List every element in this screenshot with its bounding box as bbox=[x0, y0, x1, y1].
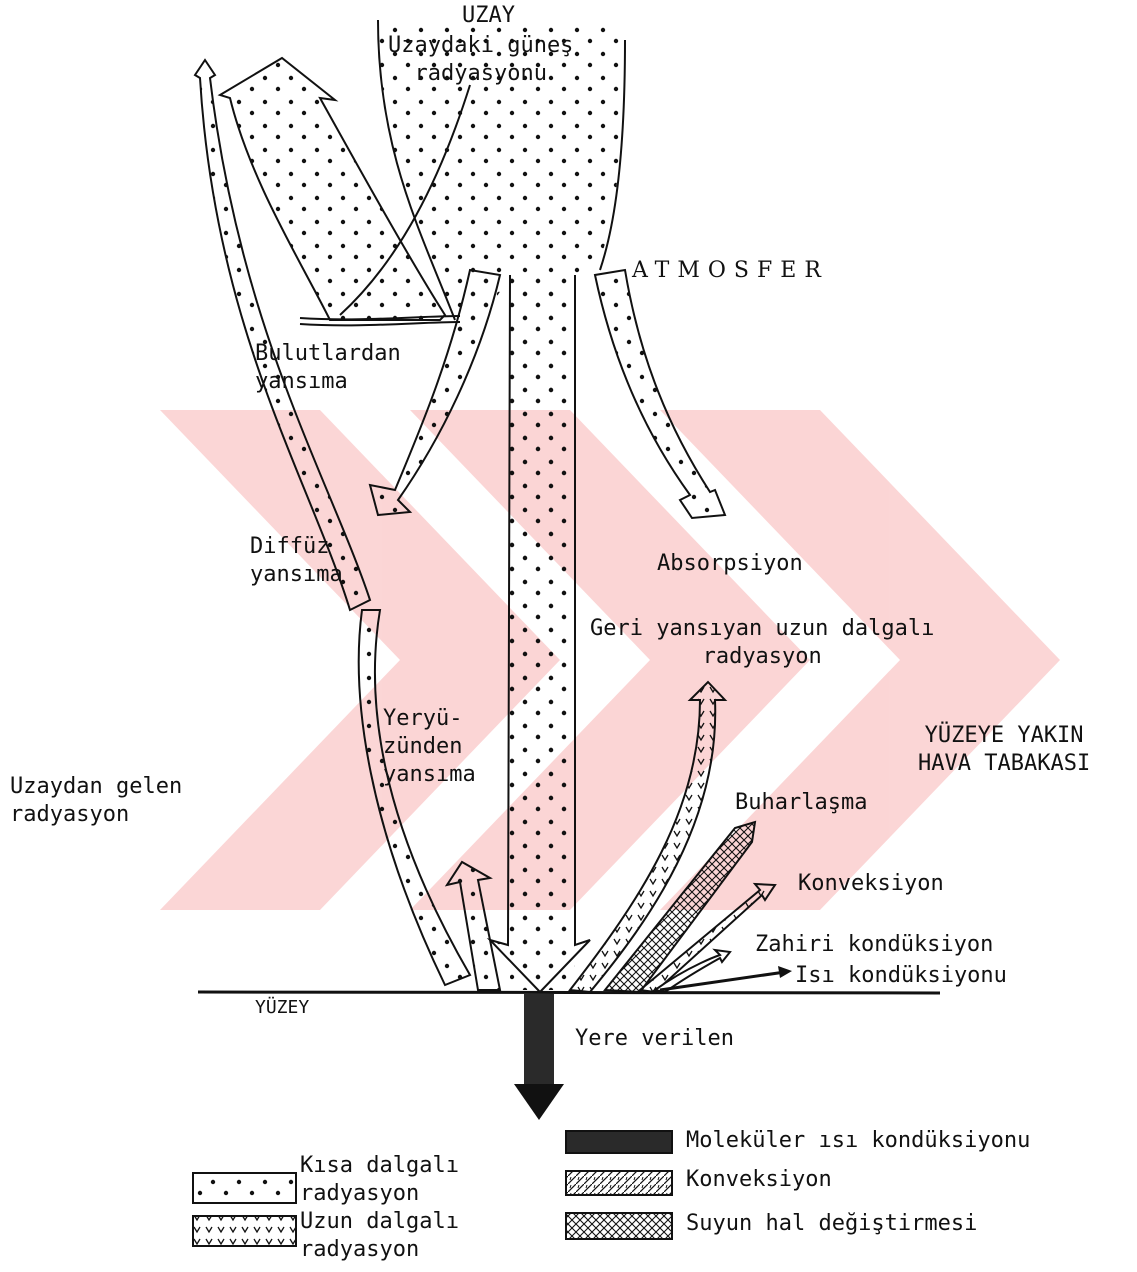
legend-label-long-wave: Uzun dalgalı radyasyon bbox=[300, 1208, 459, 1264]
legend-label-molecular: Moleküler ısı kondüksiyonu bbox=[686, 1127, 1030, 1155]
label-surface: YÜZEY bbox=[255, 994, 309, 1022]
label-evaporation: Buharlaşma bbox=[735, 789, 867, 817]
label-apparent-conduction: Zahiri kondüksiyon bbox=[755, 931, 993, 959]
label-diffuse-reflection: Diffüz yansıma bbox=[250, 533, 343, 589]
label-heat-conduction: Isı kondüksiyonu bbox=[795, 962, 1007, 990]
label-solar-radiation: Uzaydaki güneş radyasyonu bbox=[388, 32, 573, 88]
label-back-longwave: Geri yansıyan uzun dalgalı radyasyon bbox=[590, 615, 934, 671]
label-convection: Konveksiyon bbox=[798, 870, 944, 898]
legend-swatch-convection bbox=[566, 1171, 672, 1195]
legend-swatch-long-wave bbox=[193, 1216, 296, 1246]
label-space: UZAY bbox=[462, 2, 515, 30]
legend-label-phase-change: Suyun hal değiştirmesi bbox=[686, 1210, 977, 1238]
label-surface-reflection: Yeryü- zünden yansıma bbox=[383, 705, 476, 789]
label-surface-air-layer: YÜZEYE YAKIN HAVA TABAKASI bbox=[918, 722, 1090, 778]
legend-swatch-short-wave bbox=[193, 1173, 296, 1203]
label-cloud-reflection: Bulutlardan yansıma bbox=[255, 340, 401, 396]
label-atmosphere: ATMOSFER bbox=[632, 257, 829, 285]
label-to-ground: Yere verilen bbox=[575, 1025, 734, 1053]
legend-swatch-molecular bbox=[566, 1131, 672, 1153]
surface-line bbox=[198, 992, 940, 993]
legend-label-short-wave: Kısa dalgalı radyasyon bbox=[300, 1152, 459, 1208]
legend-label-convection: Konveksiyon bbox=[686, 1166, 832, 1194]
legend-swatch-phase-change bbox=[566, 1213, 672, 1239]
label-incoming-space: Uzaydan gelen radyasyon bbox=[10, 773, 182, 829]
ground-heat-arrow bbox=[514, 994, 564, 1120]
label-absorption: Absorpsiyon bbox=[657, 550, 803, 578]
